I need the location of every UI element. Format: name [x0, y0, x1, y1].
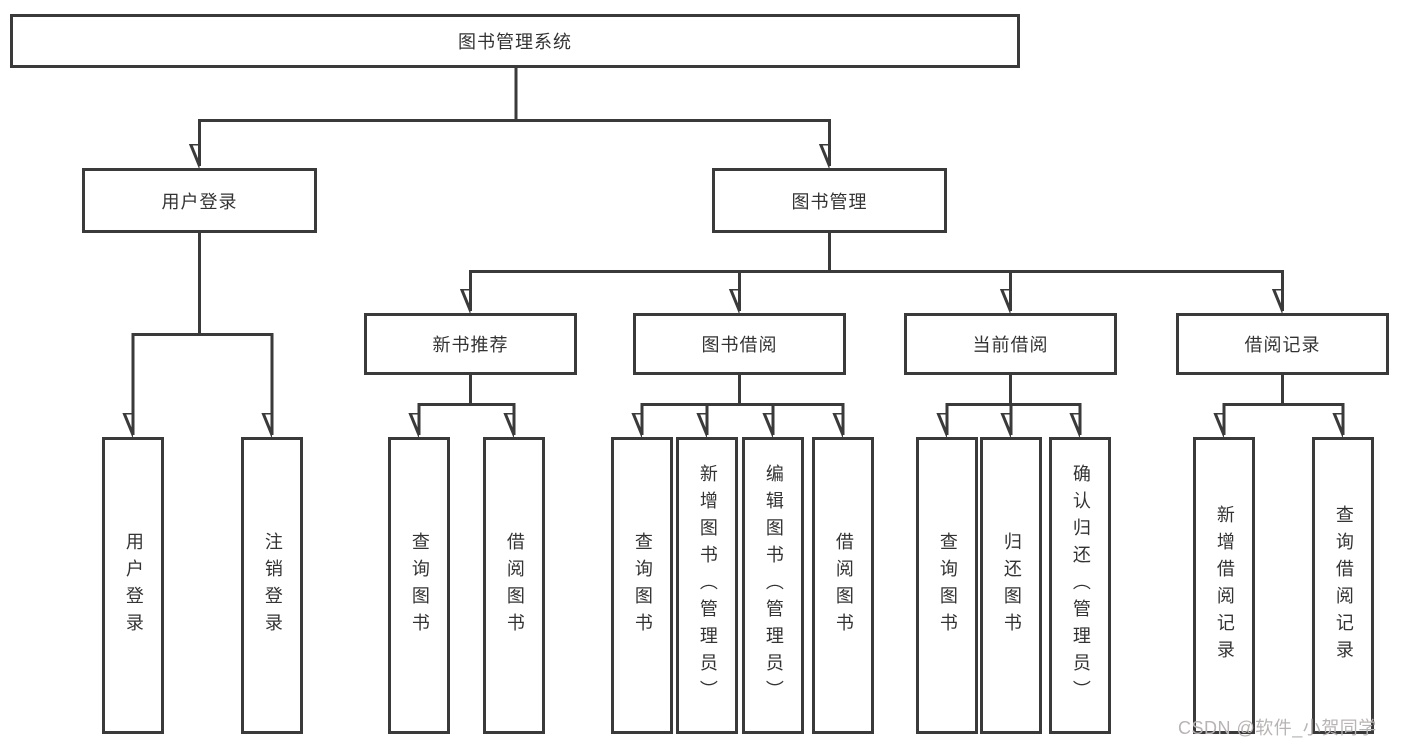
leaf-add-book-admin-label: 新增图书（管理员） [697, 464, 718, 707]
edge-current-borrow-to-leaf-confirm [1010, 403, 1082, 436]
edge-current-borrow-to-leaf-query [947, 375, 1012, 435]
leaf-return-book: 归还图书 [980, 437, 1042, 734]
node-current-borrow: 当前借阅 [904, 313, 1117, 375]
node-new-book-recommend-label: 新书推荐 [432, 335, 509, 355]
edge-root-to-user-login [200, 68, 518, 166]
leaf-logout: 注销登录 [241, 437, 303, 734]
leaf-query-book-1-label: 查询图书 [409, 531, 430, 640]
leaf-user-login-label: 用户登录 [123, 531, 144, 640]
node-borrow-record: 借阅记录 [1176, 313, 1389, 375]
node-book-borrow-label: 图书借阅 [701, 335, 778, 355]
node-current-borrow-label: 当前借阅 [972, 335, 1049, 355]
node-new-book-recommend: 新书推荐 [364, 313, 577, 375]
edge-user-login-to-leaf-logout [199, 333, 274, 436]
leaf-borrow-book-2: 借阅图书 [812, 437, 874, 734]
leaf-query-borrow-record: 查询借阅记录 [1312, 437, 1374, 734]
leaf-edit-book-admin: 编辑图书（管理员） [742, 437, 804, 734]
node-book-borrow: 图书借阅 [633, 313, 846, 375]
edge-borrow-record-to-leaf-query [1282, 403, 1345, 436]
edge-root-to-book-mgmt [516, 119, 831, 167]
edge-book-mgmt-to-current-borrow [829, 270, 1012, 312]
edge-book-borrow-to-leaf-query [642, 375, 741, 435]
leaf-query-book-2: 查询图书 [611, 437, 673, 734]
leaf-add-borrow-record-label: 新增借阅记录 [1214, 504, 1235, 667]
node-user-login: 用户登录 [82, 168, 317, 233]
node-book-management-label: 图书管理 [791, 191, 868, 212]
node-root-system: 图书管理系统 [10, 14, 1020, 68]
leaf-query-book-1: 查询图书 [388, 437, 450, 734]
leaf-confirm-return-admin-label: 确认归还（管理员） [1070, 464, 1091, 707]
leaf-borrow-book-1-label: 借阅图书 [504, 531, 525, 640]
edge-borrow-record-to-leaf-add [1224, 375, 1284, 435]
leaf-add-borrow-record: 新增借阅记录 [1193, 437, 1255, 734]
leaf-query-book-2-label: 查询图书 [632, 531, 653, 640]
edge-user-login-to-leaf-login [133, 233, 201, 435]
leaf-add-book-admin: 新增图书（管理员） [676, 437, 738, 734]
edge-new-book-to-leaf-borrow [470, 403, 516, 436]
leaf-return-book-label: 归还图书 [1001, 531, 1022, 640]
leaf-logout-label: 注销登录 [262, 531, 283, 640]
leaf-query-book-3-label: 查询图书 [937, 531, 958, 640]
leaf-confirm-return-admin: 确认归还（管理员） [1049, 437, 1111, 734]
csdn-watermark: CSDN @软件_小贺同学 [1178, 718, 1377, 738]
node-root-label: 图书管理系统 [458, 32, 572, 52]
node-user-login-label: 用户登录 [161, 191, 238, 212]
edge-book-mgmt-spine [471, 233, 831, 311]
leaf-borrow-book-2-label: 借阅图书 [833, 531, 854, 640]
leaf-borrow-book-1: 借阅图书 [483, 437, 545, 734]
node-borrow-record-label: 借阅记录 [1244, 335, 1321, 355]
node-book-management: 图书管理 [712, 168, 947, 233]
edge-new-book-to-leaf-query [419, 375, 472, 435]
leaf-query-book-3: 查询图书 [916, 437, 978, 734]
leaf-query-borrow-record-label: 查询借阅记录 [1333, 504, 1354, 667]
leaf-user-login: 用户登录 [102, 437, 164, 734]
edge-book-mgmt-to-borrow-record [1010, 270, 1284, 312]
edge-book-borrow-to-leaf-borrow [739, 403, 845, 436]
leaf-edit-book-admin-label: 编辑图书（管理员） [763, 464, 784, 707]
